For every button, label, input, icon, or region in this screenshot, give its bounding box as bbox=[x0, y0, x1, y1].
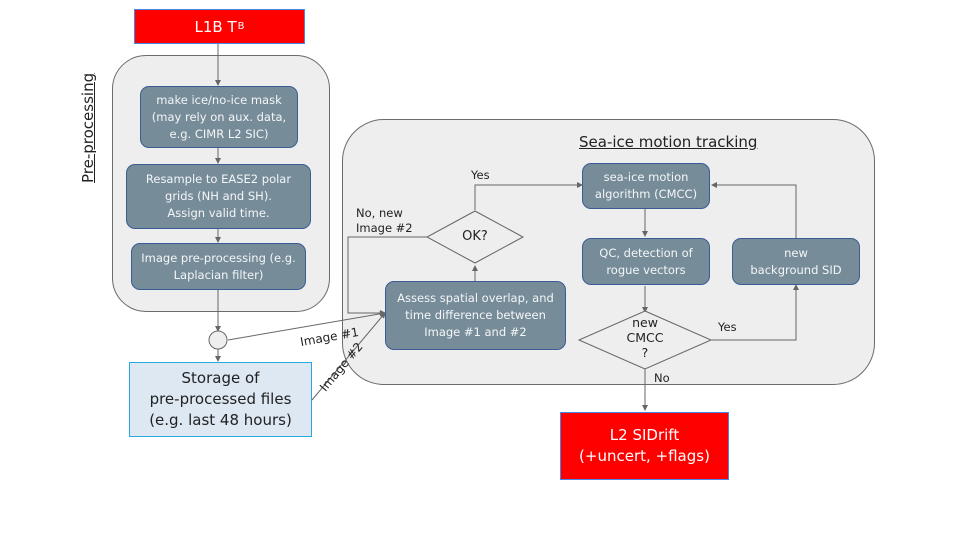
arrow-image1 bbox=[227, 310, 386, 341]
arrow-background-to-algorithm bbox=[711, 182, 797, 238]
step-qc-rogue-vectors: QC, detection of rogue vectors bbox=[582, 238, 710, 285]
step-ice-mask: make ice/no-ice mask (may rely on aux. d… bbox=[140, 86, 298, 148]
ok-no-label: No, new Image #2 bbox=[356, 206, 413, 235]
new-cmcc-diamond bbox=[577, 310, 713, 370]
ok-decision-label: OK? bbox=[462, 229, 488, 244]
storage-box: Storage of pre-processed files (e.g. las… bbox=[129, 362, 312, 437]
tracking-title: Sea-ice motion tracking bbox=[579, 133, 758, 151]
step-image-preprocessing: Image pre-processing (e.g. Laplacian fil… bbox=[131, 243, 306, 290]
input-subscript: B bbox=[237, 21, 245, 32]
ok-yes-label: Yes bbox=[471, 168, 490, 182]
merge-node bbox=[208, 330, 228, 350]
ok-diamond bbox=[425, 210, 525, 264]
step-new-background-sid: new background SID bbox=[732, 238, 860, 285]
new-cmcc-decision-label: new CMCC ? bbox=[626, 315, 664, 360]
step-resample: Resample to EASE2 polar grids (NH and SH… bbox=[126, 164, 311, 229]
new-cmcc-yes-label: Yes bbox=[718, 320, 737, 334]
arrow-decision-yes bbox=[710, 284, 799, 341]
step-assess-overlap: Assess spatial overlap, and time differe… bbox=[385, 281, 566, 350]
step-motion-algorithm: sea-ice motion algorithm (CMCC) bbox=[582, 163, 710, 209]
input-label: L1B T bbox=[194, 17, 237, 36]
new-cmcc-no-label: No bbox=[654, 371, 670, 385]
output-l2-sidrift: L2 SIDrift (+uncert, +flags) bbox=[560, 412, 729, 480]
arrow-ok-no-loop bbox=[347, 236, 427, 316]
arrow-ok-yes bbox=[474, 182, 583, 210]
arrow-image2 bbox=[311, 312, 386, 401]
